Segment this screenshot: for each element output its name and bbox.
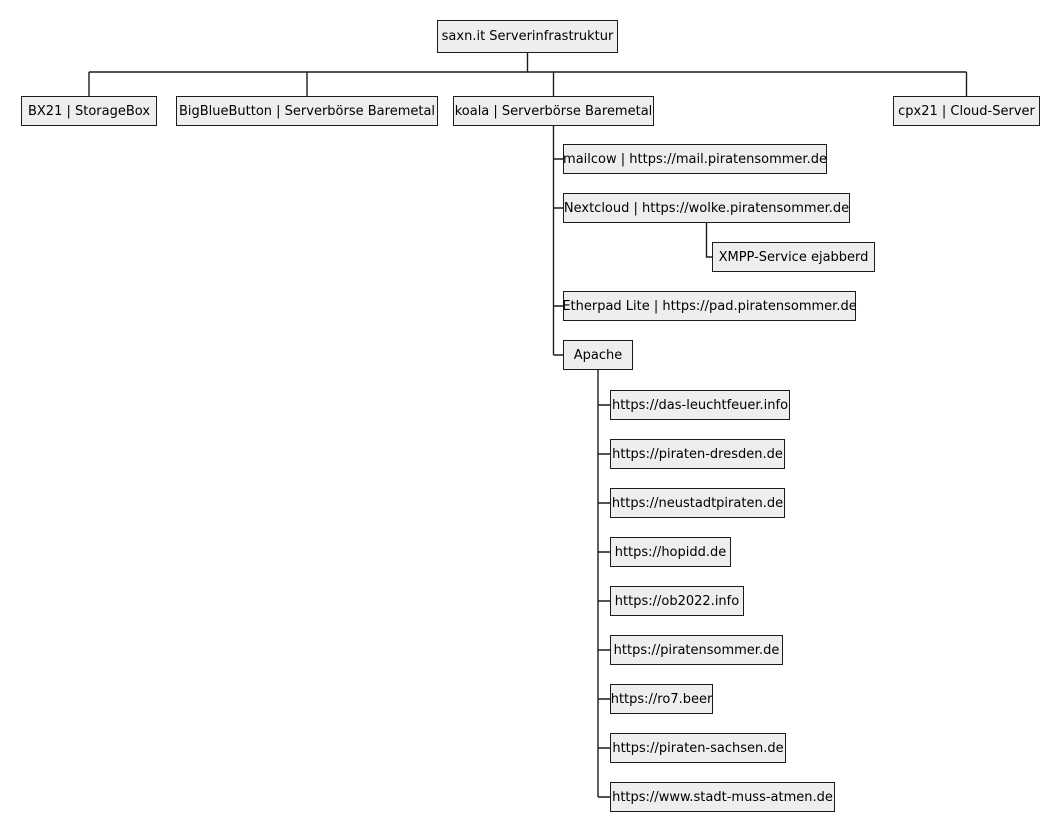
node-vhost-piraten-dresden: https://piraten-dresden.de bbox=[610, 439, 785, 469]
node-apache: Apache bbox=[563, 340, 633, 370]
node-vhost-piraten-sachsen: https://piraten-sachsen.de bbox=[610, 733, 786, 763]
node-vhost-das-leuchtfeuer: https://das-leuchtfeuer.info bbox=[610, 390, 790, 420]
node-vhost-neustadtpiraten: https://neustadtpiraten.de bbox=[610, 488, 785, 518]
node-cpx21-cloud-server: cpx21 | Cloud-Server bbox=[893, 96, 1040, 126]
connector-apache-trunk bbox=[597, 370, 610, 798]
node-vhost-piratensommer: https://piratensommer.de bbox=[610, 635, 783, 665]
node-nextcloud: Nextcloud | https://wolke.piratensommer.… bbox=[563, 193, 850, 223]
node-koala: koala | Serverbörse Baremetal bbox=[453, 96, 654, 126]
node-xmpp-ejabberd: XMPP-Service ejabberd bbox=[712, 242, 875, 272]
node-vhost-stadt-muss-atmen: https://www.stadt-muss-atmen.de bbox=[610, 782, 835, 812]
connector-nextcloud-to-xmpp bbox=[705, 223, 712, 258]
node-bx21-storagebox: BX21 | StorageBox bbox=[21, 96, 157, 126]
node-vhost-hopidd: https://hopidd.de bbox=[610, 537, 731, 567]
connector-koala-trunk bbox=[552, 126, 563, 356]
node-bigbluebutton: BigBlueButton | Serverbörse Baremetal bbox=[176, 96, 438, 126]
node-etherpad-lite: Etherpad Lite | https://pad.piratensomme… bbox=[562, 291, 857, 321]
node-vhost-ob2022: https://ob2022.info bbox=[610, 586, 744, 616]
node-saxnit-root: saxn.it Serverinfrastruktur bbox=[437, 20, 618, 53]
connector-root-to-servers bbox=[88, 53, 968, 96]
node-mailcow: mailcow | https://mail.piratensommer.de bbox=[563, 144, 827, 174]
node-vhost-ro7-beer: https://ro7.beer bbox=[610, 684, 713, 714]
